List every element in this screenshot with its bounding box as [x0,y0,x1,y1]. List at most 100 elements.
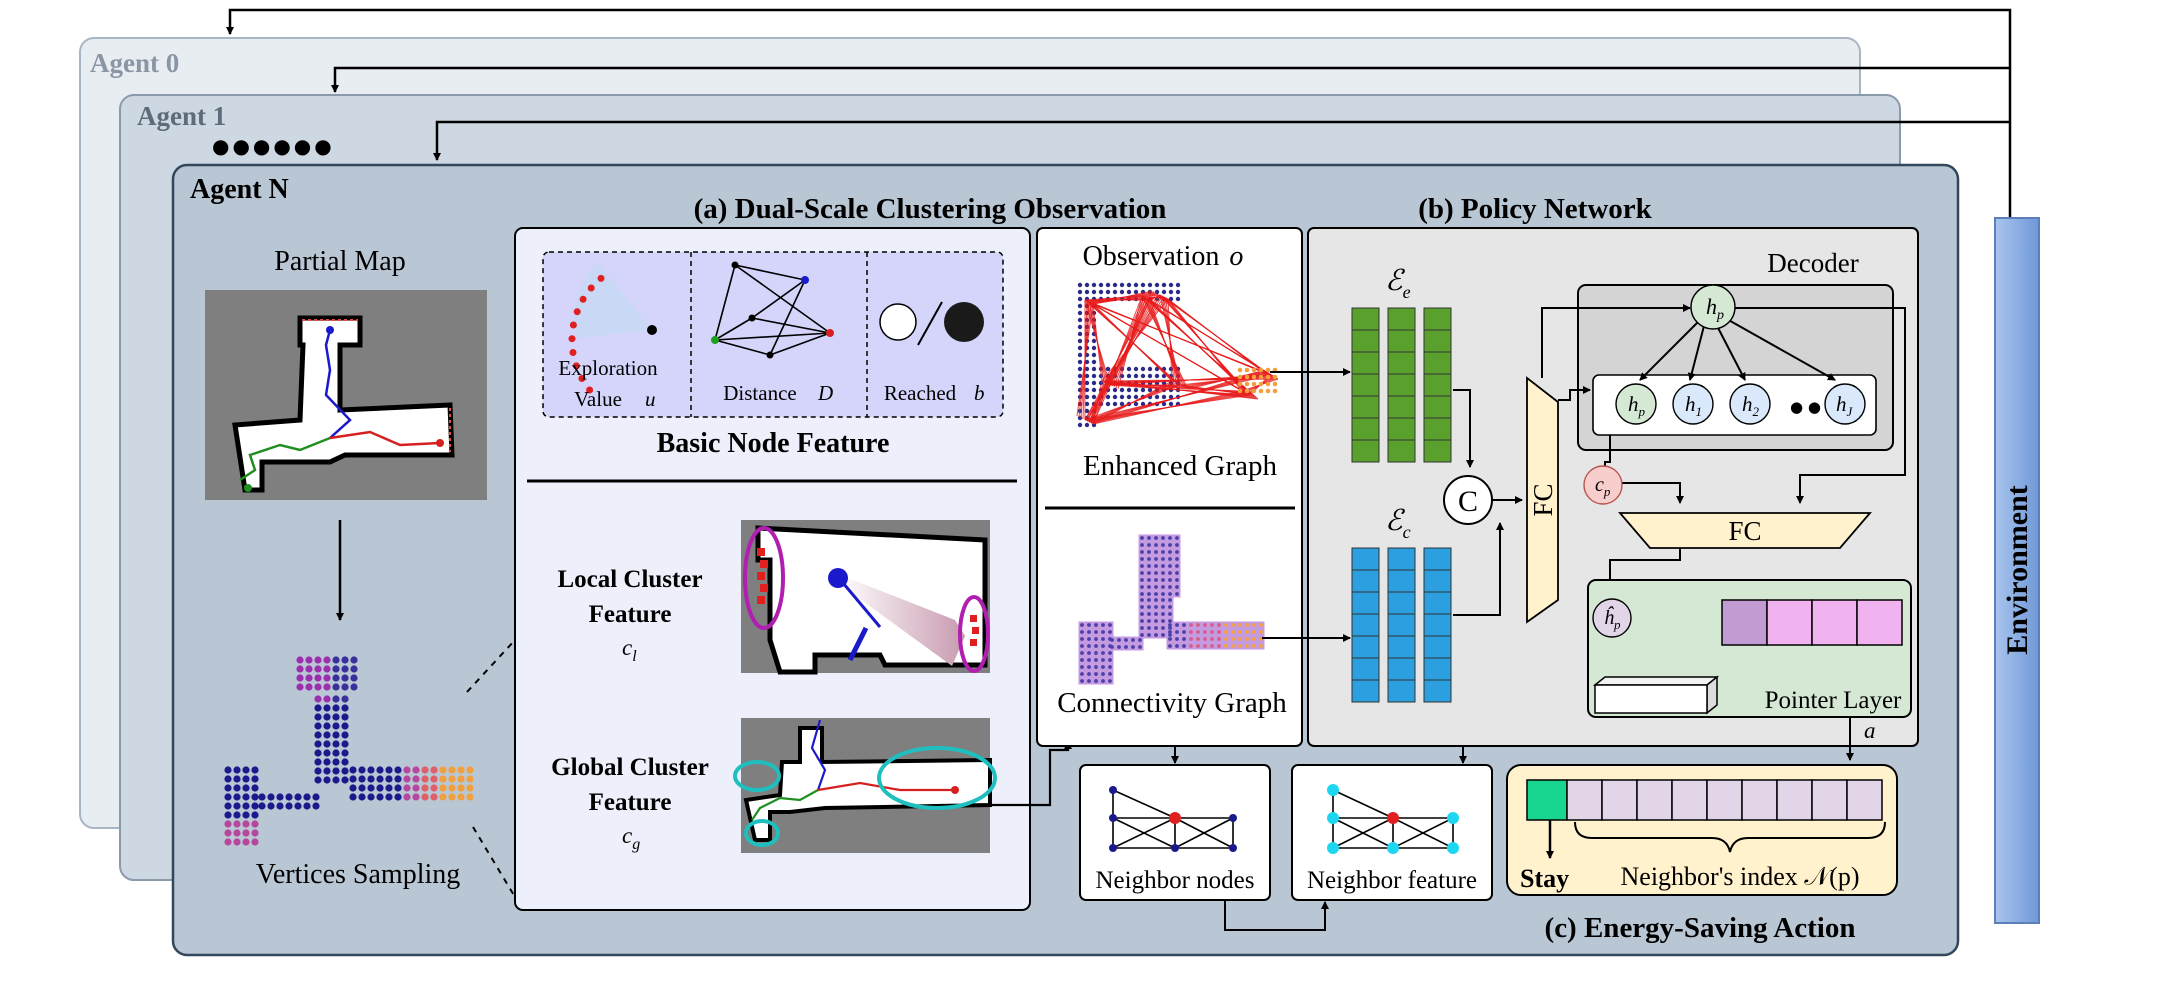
reached-label: Reached [884,381,957,405]
environment-label: Environment [2001,485,2034,654]
graph-vertex [1161,394,1167,400]
graph-edge [1187,388,1243,392]
vertex-dot [233,820,241,828]
graph-vertex [1080,672,1084,676]
embedding-cell [1387,657,1416,681]
graph-vertex [1154,578,1158,582]
graph-vertex [1140,592,1144,596]
vertex-dot [267,802,275,810]
graph-vertex [1147,612,1151,616]
concat-label: C [1458,485,1478,518]
graph-vertex [1105,394,1111,400]
graph-vertex [1175,630,1179,634]
vertex-dot [314,683,322,691]
hp-decoder-label: hp [1706,294,1724,323]
vertex-dot [376,766,384,774]
graph-vertex [1189,644,1193,648]
graph-vertex [1101,630,1105,634]
graph-vertex [1101,665,1105,669]
graph-vertex [1154,543,1158,547]
graph-edge [1101,378,1279,382]
embedding-cell [1387,351,1416,375]
vertex-dot [367,793,375,801]
vertex-dot [242,766,250,774]
graph-vertex [1196,623,1200,627]
graph-vertex [1140,605,1144,609]
frontier-dot [579,295,587,303]
graph-vertex [1105,401,1111,407]
graph-vertex [1147,366,1153,372]
vertex-dot [314,695,322,703]
graph-edge [1092,303,1103,382]
vertex-dot [376,793,384,801]
graph-vertex [1084,408,1090,414]
graph-vertex [1112,282,1118,288]
graph-vertex [1094,644,1098,648]
graph-vertex [1231,630,1235,634]
vertex-dot [403,775,411,783]
graph-edge [1141,295,1279,380]
vertex-dot [233,829,241,837]
vertex-dot [233,775,241,783]
vertex-dot [394,775,402,783]
graph-vertex [1077,303,1083,309]
graph-vertex [1154,557,1158,561]
graph-vertex [1245,623,1249,627]
graph-vertex [1108,651,1112,655]
embedding-cell [1351,591,1380,615]
graph-vertex [1154,619,1158,623]
neighbor-cell [1636,779,1673,821]
graph-vertex [1175,282,1181,288]
graph-vertex [1077,338,1083,344]
vertex-dot [341,722,349,730]
graph-vertex [1161,536,1165,540]
graph-edge [1101,380,1259,400]
frontier-dot [578,375,586,382]
graph-vertex [1244,381,1250,387]
embedding-cell [1387,307,1416,331]
vertex-dot [323,776,331,784]
vertex-dot [394,793,402,801]
embedding-cell [1423,351,1452,375]
embedding-cell [1423,439,1452,463]
graph-vertex [1154,550,1158,554]
graph-vertex [1154,626,1158,630]
graph-vertex [1210,623,1214,627]
h2-node-label: h2 [1742,392,1760,419]
graph-vertex [1175,296,1181,302]
vertex-dot [242,811,250,819]
graph-vertex [1154,633,1158,637]
graph-vertex [1168,401,1174,407]
graph-vertex [1101,651,1105,655]
graph-vertex [1126,394,1132,400]
graph-vertex [1140,550,1144,554]
agent-n-label: Agent N [190,174,289,205]
graph-vertex [1098,282,1104,288]
hhat-label: ĥp [1604,605,1621,632]
graph-edge [1076,303,1094,417]
graph-vertex [1154,585,1158,589]
graph-vertex [1244,374,1250,380]
graph-vertex [1133,282,1139,288]
graph-vertex [1105,289,1111,295]
graph-vertex [1084,366,1090,372]
global-cluster-label-2: Feature [589,789,672,816]
vertex-dot [394,766,402,774]
graph-vertex [1077,345,1083,351]
embedding-cell [1423,395,1452,419]
vertex-dot [376,784,384,792]
vertex-dot [341,740,349,748]
vertex-dot [258,802,266,810]
embedding-cell [1423,417,1452,441]
graph-vertex [1168,578,1172,582]
graph-vertex [1175,578,1179,582]
graph-vertex [1196,637,1200,641]
graph-vertex [1077,373,1083,379]
vertex-dot [224,811,232,819]
graph-vertex [1175,637,1179,641]
hJ-node [1824,383,1866,425]
graph-vertex [1147,387,1153,393]
vertex-dot [314,704,322,712]
graph-vertex [1168,585,1172,589]
vertex-dot [251,784,259,792]
